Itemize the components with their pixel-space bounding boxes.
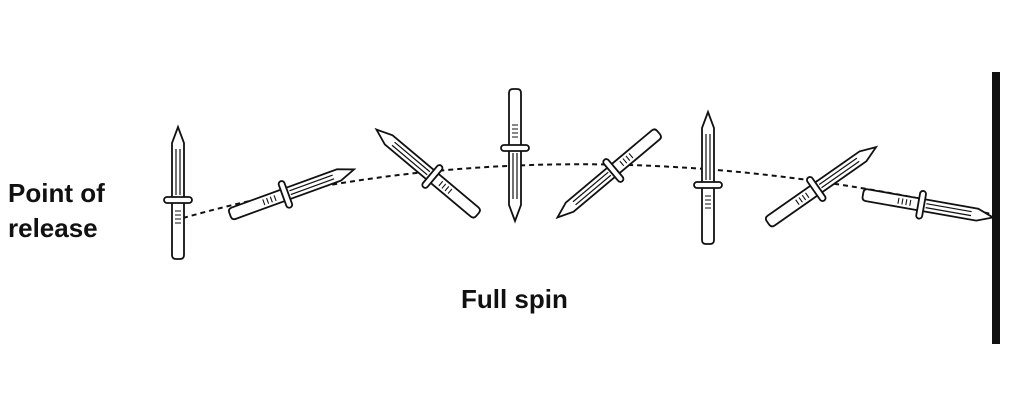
knife-5 <box>547 120 669 230</box>
knife-2 <box>224 155 360 229</box>
knife-3 <box>366 117 488 227</box>
knife-1 <box>163 126 193 260</box>
target-wall <box>992 72 1000 344</box>
point-of-release-label: Point of release <box>8 176 148 246</box>
release-label-line1: Point of <box>8 178 105 208</box>
knife-4 <box>500 88 530 222</box>
knife-6 <box>693 111 723 245</box>
full-spin-label: Full spin <box>461 284 568 314</box>
knife-7 <box>759 134 885 236</box>
knife-8 <box>859 179 997 233</box>
release-label-line2: release <box>8 213 98 243</box>
